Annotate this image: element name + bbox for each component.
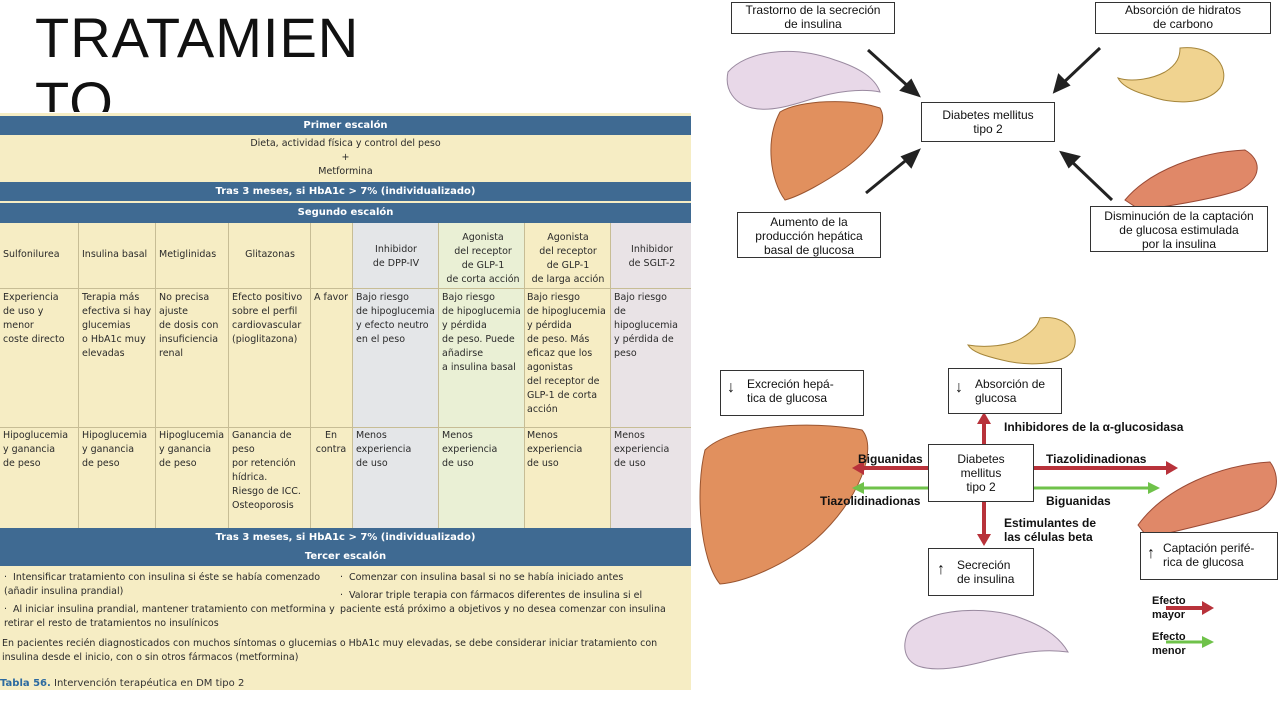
stomach-image	[1117, 47, 1225, 103]
legend-efecto-mayor: Efecto mayor	[1152, 595, 1186, 621]
excrecion-label: Excreción hepá- tica de glucosa	[747, 377, 834, 405]
down-arrow-icon: ↓	[955, 379, 963, 396]
table-cell: Experiencia de uso y menor coste directo	[3, 292, 65, 345]
box-captacion-disminucion: Disminución de la captación de glucosa e…	[1090, 206, 1268, 252]
col-divider	[438, 223, 439, 530]
col-divider	[352, 223, 353, 530]
primer-line-1: Dieta, actividad física y control del pe…	[250, 138, 441, 149]
table-caption: Tabla 56. Intervención terapéutica en DM…	[0, 678, 244, 689]
table-cell: En contra	[315, 430, 347, 455]
table-header-cell: Agonista del receptor de GLP-1 de larga …	[531, 232, 605, 285]
up-arrow-icon: ↑	[937, 561, 945, 578]
table-cell: Bajo riesgo de hipoglucemia y pérdida de…	[442, 292, 521, 373]
primer-escalon-content: Dieta, actividad física y control del pe…	[0, 137, 691, 179]
table-cell: Hipoglucemia y ganancia de peso	[82, 430, 148, 469]
box-absorcion-hidratos: Absorción de hidratos de carbono	[1095, 2, 1271, 34]
table-cell: Hipoglucemia y ganancia de peso	[159, 430, 225, 469]
table-header-cell: Agonista del receptor de GLP-1 de corta …	[446, 232, 520, 285]
table-cell: A favor	[313, 292, 349, 303]
absorcion-label: Absorción de glucosa	[975, 377, 1046, 405]
table-cell: Bajo riesgo de hipoglucemia y pérdida de…	[527, 292, 606, 415]
segundo-escalon-band: Segundo escalón	[0, 203, 691, 223]
table-cell: Ganancia de peso por retención hídrica. …	[232, 430, 301, 511]
table-cell: Menos experiencia de uso	[442, 430, 498, 469]
box-captacion-periferica: ↑ Captación perifé- rica de glucosa	[1140, 532, 1278, 580]
tras-band-2: Tras 3 meses, si HbA1c > 7% (individuali…	[0, 528, 691, 547]
dpp-column-bg	[352, 223, 438, 530]
col-divider	[78, 223, 79, 530]
row-divider	[0, 288, 691, 289]
box-produccion-hepatica: Aumento de la producción hepática basal …	[737, 212, 881, 258]
table-cell: Terapia más efectiva si hay glucemias o …	[82, 292, 152, 359]
table-cell: Bajo riesgo de hipoglucemia y efecto neu…	[356, 292, 435, 345]
col-divider	[155, 223, 156, 530]
tras-band-1: Tras 3 meses, si HbA1c > 7% (individuali…	[0, 182, 691, 201]
col-divider	[524, 223, 525, 530]
table-header-cell: Insulina basal	[82, 249, 148, 260]
label-biguanidas-right: Biguanidas	[1046, 494, 1111, 508]
captacion-label: Captación perifé- rica de glucosa	[1163, 541, 1255, 569]
bullets-right: Comenzar con insulina basal si no se hab…	[340, 571, 675, 621]
table-cell: Bajo riesgo de hipoglucemia y pérdida de…	[614, 292, 678, 359]
table-cell: No precisa ajuste de dosis con insuficie…	[159, 292, 219, 359]
box-absorcion-glucosa: ↓ Absorción de glucosa	[948, 368, 1062, 414]
list-item: Al iniciar insulina prandial, mantener t…	[4, 603, 339, 631]
table-cell: Efecto positivo sobre el perfil cardiova…	[232, 292, 303, 345]
slide-title-line2: TO	[35, 70, 114, 112]
label-estimulantes-beta: Estimulantes de las células beta	[1004, 516, 1097, 544]
secrecion-label: Secreción de insulina	[957, 558, 1015, 586]
caption-text: Intervención terapéutica en DM tipo 2	[50, 678, 245, 689]
list-item: Intensificar tratamiento con insulina si…	[4, 571, 339, 599]
table-header-cell: Inhibidor de SGLT-2	[628, 244, 676, 269]
row-divider	[0, 427, 691, 428]
label-inhibidores-glucosidasa: Inhibidores de la α-glucosidasa	[1004, 420, 1184, 434]
box-secrecion-trastorno: Trastorno de la secreción de insulina	[731, 2, 895, 34]
col-divider	[310, 223, 311, 530]
up-arrow-icon: ↑	[1147, 545, 1155, 562]
muscle-image	[1124, 149, 1258, 211]
liver-image	[770, 101, 884, 201]
table-footnote: En pacientes recién diagnosticados con m…	[2, 638, 658, 663]
col-divider	[610, 223, 611, 530]
list-item: Valorar triple terapia con fármacos dife…	[340, 589, 675, 617]
stomach-image-bottom	[967, 317, 1076, 365]
table-cell: Menos experiencia de uso	[614, 430, 670, 469]
slide-title-line1: TRATAMIEN	[35, 6, 360, 69]
box-excrecion-hepatica: ↓ Excreción hepá- tica de glucosa	[720, 370, 864, 416]
treatment-table: Primer escalón Dieta, actividad física y…	[0, 113, 691, 690]
glp1-short-column-bg	[438, 223, 524, 530]
muscle-image-bottom	[1137, 461, 1277, 539]
slide-title: TRATAMIEN TO	[35, 6, 395, 112]
box-secrecion-insulina: ↑ Secreción de insulina	[928, 548, 1034, 596]
primer-line-3: Metformina	[318, 166, 373, 177]
down-arrow-icon: ↓	[727, 379, 735, 396]
caption-label: Tabla 56.	[0, 678, 51, 689]
label-tiazolidinadionas-left: Tiazolidinadionas	[820, 494, 921, 508]
table-cell: Menos experiencia de uso	[356, 430, 412, 469]
table-header-cell: Inhibidor de DPP-IV	[372, 244, 420, 269]
box-dm2-top: Diabetes mellitus tipo 2	[921, 102, 1055, 142]
label-tiazolidinadionas-right: Tiazolidinadionas	[1046, 452, 1147, 466]
sglt2-column-bg	[610, 223, 691, 530]
table-cell: Hipoglucemia y ganancia de peso	[3, 430, 69, 469]
tercer-escalon-band: Tercer escalón	[0, 547, 691, 566]
table-cell: Menos experiencia de uso	[527, 430, 583, 469]
bullets-left: Intensificar tratamiento con insulina si…	[4, 571, 339, 635]
primer-escalon-band: Primer escalón	[0, 116, 691, 135]
col-divider	[228, 223, 229, 530]
table-header-cell: Metiglinidas	[159, 249, 217, 260]
table-header-cell: Glitazonas	[245, 249, 295, 260]
pancreas-image	[726, 50, 881, 110]
legend-efecto-menor: Efecto menor	[1152, 631, 1186, 657]
box-dm2-bottom: Diabetes mellitus tipo 2	[928, 444, 1034, 502]
pancreas-image-bottom	[904, 609, 1069, 670]
primer-line-2: +	[341, 152, 350, 163]
label-biguanidas-left: Biguanidas	[858, 452, 923, 466]
list-item: Comenzar con insulina basal si no se hab…	[340, 571, 675, 585]
table-header-cell: Sulfonilurea	[3, 249, 60, 260]
